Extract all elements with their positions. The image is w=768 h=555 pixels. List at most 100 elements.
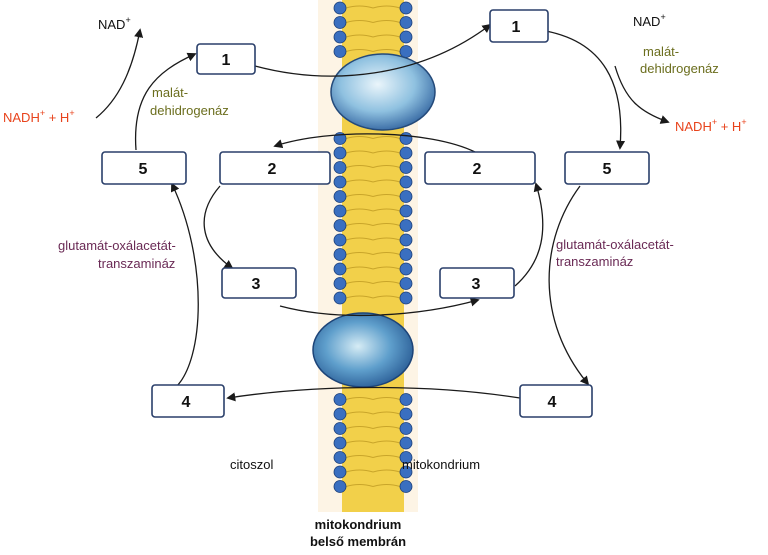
arrow-nadh-to-nad <box>95 28 144 119</box>
arrow-1-to-5 <box>539 29 626 150</box>
lipid-tail <box>372 411 401 415</box>
lipid-head <box>333 422 347 435</box>
lipid-head <box>399 436 413 450</box>
lipid-head <box>399 291 413 305</box>
lipid-tail <box>345 5 374 9</box>
lipid-tail <box>372 150 401 154</box>
lipid-head <box>333 190 347 203</box>
lipid-head <box>399 465 413 479</box>
lipid-tail <box>345 194 374 197</box>
lipid-head <box>399 146 413 160</box>
arrow-5-to-1 <box>134 52 197 151</box>
box-right-5: 5 <box>564 151 650 185</box>
arrow-5-to-4 <box>548 185 590 386</box>
box-left-2-label: 2 <box>268 161 277 178</box>
lipid-head <box>333 1 347 15</box>
lipid-tail <box>345 455 374 458</box>
lipid-tail <box>372 179 401 183</box>
lipid-tail <box>345 208 374 212</box>
arrow-4-to-5 <box>170 182 199 389</box>
lipid-tail <box>345 223 374 226</box>
lipid-head <box>333 161 347 174</box>
arrow-glutamate-in <box>279 297 480 317</box>
lipid-head <box>399 451 413 464</box>
lipid-head <box>333 45 347 58</box>
lipid-tail <box>345 150 374 154</box>
lipid-head <box>399 30 413 44</box>
lipid-head <box>399 1 413 15</box>
box-left-4: 4 <box>151 384 225 418</box>
lipid-tail <box>345 252 374 255</box>
lipid-head <box>333 248 347 261</box>
arrow-nad-to-nadh <box>614 65 670 124</box>
right-got-label-1: glutamát-oxálacetát- <box>556 237 674 252</box>
lipid-head <box>333 407 347 421</box>
membrane-caption-1: mitokondrium <box>315 517 402 532</box>
box-right-3-label: 3 <box>472 276 481 293</box>
lipid-head <box>333 393 347 406</box>
box-left-5-label: 5 <box>139 161 148 178</box>
cytosol-label: citoszol <box>230 457 273 472</box>
lipid-head <box>333 132 347 145</box>
lipid-tail <box>372 34 401 38</box>
lipid-tail <box>372 20 401 23</box>
lipid-tail <box>345 411 374 415</box>
lipid-tail <box>372 223 401 226</box>
lipid-head <box>333 16 347 29</box>
lipid-tail <box>372 165 401 168</box>
right-got-label-2: transzamináz <box>556 254 633 269</box>
lipid-tail <box>372 397 401 400</box>
lipid-tail <box>372 5 401 9</box>
lipid-head <box>333 277 347 290</box>
lipid-head <box>399 248 413 261</box>
lipid-head <box>333 436 347 450</box>
left-nadh-label: NADH+ + H+ <box>3 108 75 125</box>
lipid-head <box>399 277 413 290</box>
box-left-5: 5 <box>101 151 187 185</box>
left-got-label-1: glutamát-oxálacetát- <box>58 238 176 253</box>
lipid-head <box>399 219 413 232</box>
lipid-tail <box>345 484 374 487</box>
lipid-head <box>333 204 347 218</box>
box-right-4-label: 4 <box>548 394 557 411</box>
lipid-head <box>333 30 347 44</box>
box-left-1-label: 1 <box>222 52 231 69</box>
lipid-tails <box>345 5 401 487</box>
lipid-head <box>333 480 347 493</box>
box-right-2-label: 2 <box>473 161 482 178</box>
lipid-tail <box>345 397 374 400</box>
box-left-1: 1 <box>196 43 256 75</box>
lipid-head <box>399 407 413 421</box>
arrow-2-to-3-left <box>203 185 234 270</box>
lipid-head <box>399 422 413 435</box>
lipid-head <box>399 16 413 29</box>
membrane-caption-2: belső membrán <box>310 534 406 549</box>
lipid-tail <box>372 49 401 52</box>
lipid-head <box>333 291 347 305</box>
glutamate-aspartate-transporter <box>312 312 414 388</box>
box-right-1-label: 1 <box>512 19 521 36</box>
box-right-4: 4 <box>519 384 593 418</box>
lipid-tail <box>372 455 401 458</box>
lipid-head <box>399 175 413 189</box>
box-right-1: 1 <box>489 9 549 43</box>
lipid-tail <box>372 136 401 139</box>
reaction-arrows <box>95 23 670 402</box>
right-malate-dh-label-2: dehidrogenáz <box>640 61 719 76</box>
lipid-head <box>333 175 347 189</box>
lipid-tail <box>372 295 401 299</box>
lipid-tail <box>372 281 401 284</box>
lipid-tail <box>345 469 374 473</box>
lipid-heads <box>333 1 413 493</box>
arrow-ketoglutarate-out <box>273 133 476 153</box>
box-left-4-label: 4 <box>182 394 191 411</box>
lipid-tail <box>345 281 374 284</box>
right-malate-dh-label-1: malát- <box>643 44 679 59</box>
lipid-tail <box>372 208 401 212</box>
left-got-label-2: transzamináz <box>98 256 175 271</box>
arrow-aspartate-out <box>226 386 521 402</box>
lipid-tail <box>372 469 401 473</box>
lipid-head <box>399 262 413 276</box>
